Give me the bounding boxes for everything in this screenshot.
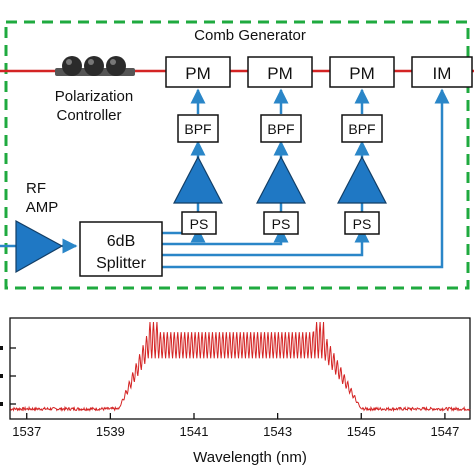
ps-block-1: PS [181, 211, 217, 235]
bpf-block-2: BPF [260, 114, 302, 143]
comb-generator-enclosure [4, 20, 470, 290]
y-axis-ticks [10, 347, 16, 405]
comb-generator-title: Comb Generator [194, 27, 306, 44]
x-tick-label: 1539 [96, 424, 125, 439]
ps-block-3: PS [344, 211, 380, 235]
rf-wiring [0, 88, 450, 269]
rf-amplifier-triangle-2 [256, 155, 306, 204]
comb-generator-diagram: Comb Generator Polarization Controller [0, 20, 474, 290]
rf-amp-triangle [15, 219, 64, 274]
pm-label-2: PM [267, 64, 293, 83]
x-tick-label: 1541 [180, 424, 209, 439]
pm-label-1: PM [185, 64, 211, 83]
im-block: IM [411, 56, 473, 88]
splitter-label-line2: Splitter [96, 255, 146, 272]
x-tick-label: 1547 [430, 424, 459, 439]
pm-label-3: PM [349, 64, 375, 83]
x-tick-label: 1543 [263, 424, 292, 439]
rf-amplifier-triangle-3 [337, 155, 387, 204]
polarization-controller-label-line2: Controller [56, 107, 121, 124]
pm-block-3: PM [329, 56, 395, 88]
x-axis-ticks [26, 413, 446, 419]
x-axis-label: Wavelength (nm) [193, 449, 307, 466]
pm-block-1: PM [165, 56, 231, 88]
x-tick-label: 1537 [12, 424, 41, 439]
polarization-controller-label-line1: Polarization [55, 88, 133, 105]
ps-label-3: PS [353, 216, 372, 232]
splitter-block: 6dB Splitter [79, 221, 163, 277]
im-label: IM [433, 64, 452, 83]
polarization-controller-icon [55, 56, 135, 76]
x-tick-label: 1545 [347, 424, 376, 439]
spectrum-chart: 1537 1539 1541 1543 1545 1547 Wavelength (nm) [0, 317, 471, 466]
rf-amp-label-line1: RF [26, 180, 46, 197]
bpf-block-3: BPF [341, 114, 383, 143]
rf-amp-label-line2: AMP [26, 199, 59, 216]
bpf-label-2: BPF [267, 121, 294, 137]
bpf-label-3: BPF [348, 121, 375, 137]
chart-plot-frame [9, 317, 471, 420]
y-axis-tick-stubs [0, 346, 3, 406]
spectrum-trace [9, 322, 471, 413]
ps-label-2: PS [272, 216, 291, 232]
splitter-label-line1: 6dB [107, 233, 135, 250]
bpf-block-1: BPF [177, 114, 219, 143]
ps-block-2: PS [263, 211, 299, 235]
rf-amplifier-triangle-1 [173, 155, 223, 204]
ps-label-1: PS [190, 216, 209, 232]
pm-block-2: PM [247, 56, 313, 88]
bpf-label-1: BPF [184, 121, 211, 137]
x-axis-tick-labels: 1537 1539 1541 1543 1545 1547 [12, 424, 459, 439]
